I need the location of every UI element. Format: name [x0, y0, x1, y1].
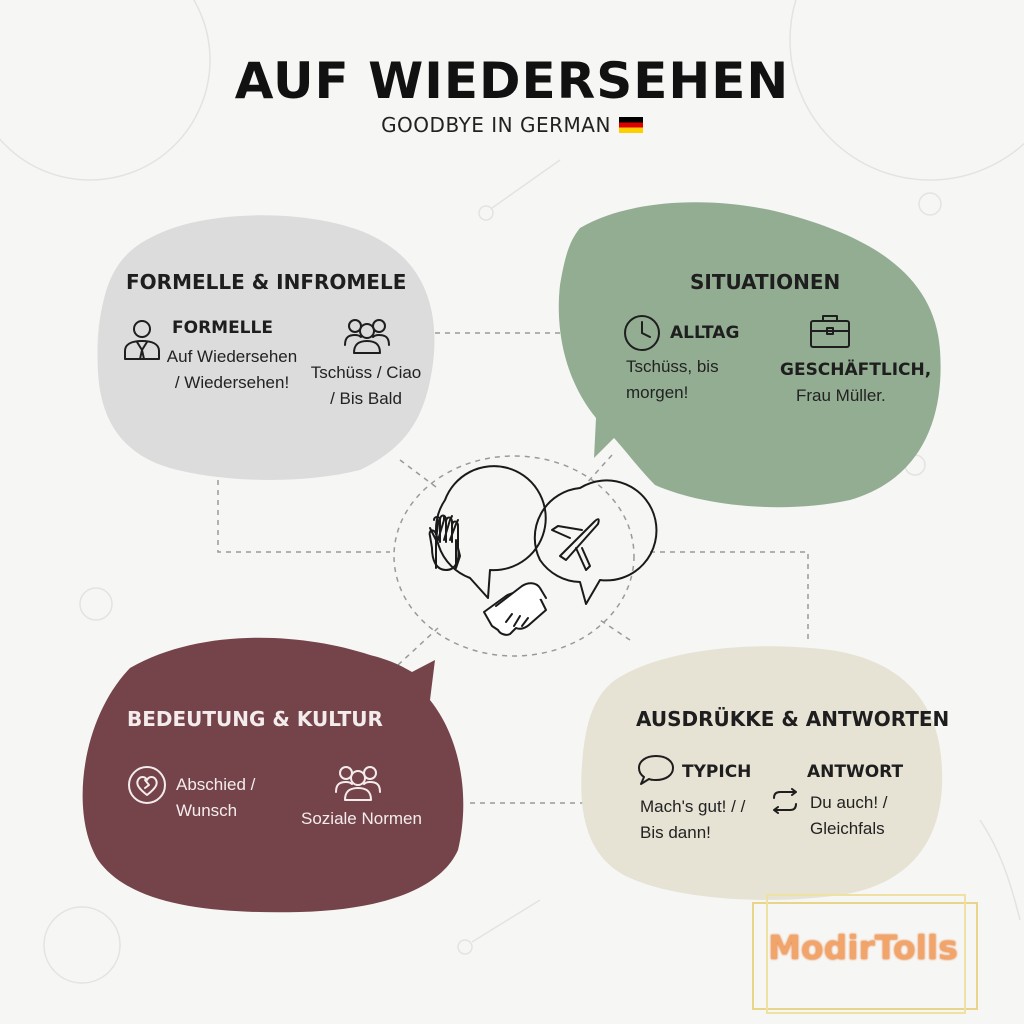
formal-item-heading: FORMELLE — [172, 318, 273, 338]
center-illustration — [435, 465, 658, 605]
handshake-icon — [483, 582, 547, 636]
page-title: AUF WIEDERSEHEN — [234, 52, 790, 110]
situations-bubble-title: SITUATIONEN — [690, 270, 841, 294]
subtitle-text: GOODBYE IN GERMAN — [381, 113, 611, 137]
airplane-icon — [551, 518, 600, 571]
speech-bubble-icon — [636, 752, 676, 788]
group-icon — [343, 317, 391, 355]
watermark-frame-inner — [766, 894, 966, 1014]
expressions-item-heading-answer: ANTWORT — [807, 762, 904, 782]
watermark-frame — [752, 902, 978, 1010]
german-flag-icon — [618, 116, 643, 133]
situations-item-text-everyday: Tschüss, bis morgen! — [626, 357, 719, 402]
group-icon — [334, 764, 382, 802]
heart-circle-icon — [126, 764, 168, 806]
formal-bubble-title: FORMELLE & INFROMELE — [126, 270, 407, 294]
situations-item-heading-business: GESCHÄFTLICH, — [780, 360, 932, 380]
expressions-item-heading-typical: TYPICH — [682, 762, 752, 782]
formal-item-text: Auf Wiedersehen / Wiedersehen! — [166, 347, 298, 392]
clock-icon — [622, 313, 662, 353]
waving-hand-icon — [428, 514, 461, 571]
exchange-arrows-icon — [766, 788, 804, 814]
page-subtitle: GOODBYE IN GERMAN — [0, 113, 1024, 137]
watermark-text: ModirTolls — [768, 928, 958, 967]
culture-item-text-farewell: Abschied / Wunsch — [176, 775, 256, 820]
culture-item-text-norms: Soziale Normen — [301, 809, 422, 828]
informal-item-text: Tschüss / Ciao / Bis Bald — [310, 363, 422, 408]
culture-bubble — [82, 637, 464, 913]
briefcase-icon — [808, 312, 852, 350]
expressions-bubble — [581, 646, 943, 900]
culture-bubble-title: BEDEUTUNG & KULTUR — [127, 707, 383, 731]
formal-bubble — [97, 215, 435, 480]
situations-item-text-business: Frau Müller. — [796, 386, 886, 405]
person-suit-icon — [122, 317, 162, 361]
situations-bubble — [558, 202, 941, 508]
situations-item-heading-everyday: ALLTAG — [670, 323, 740, 343]
expressions-item-text-typical: Mach's gut! / / Bis dann! — [640, 797, 746, 842]
expressions-bubble-title: AUSDRÜKKE & ANTWORTEN — [636, 707, 950, 731]
expressions-item-text-answer: Du auch! / Gleichfals — [810, 793, 888, 838]
